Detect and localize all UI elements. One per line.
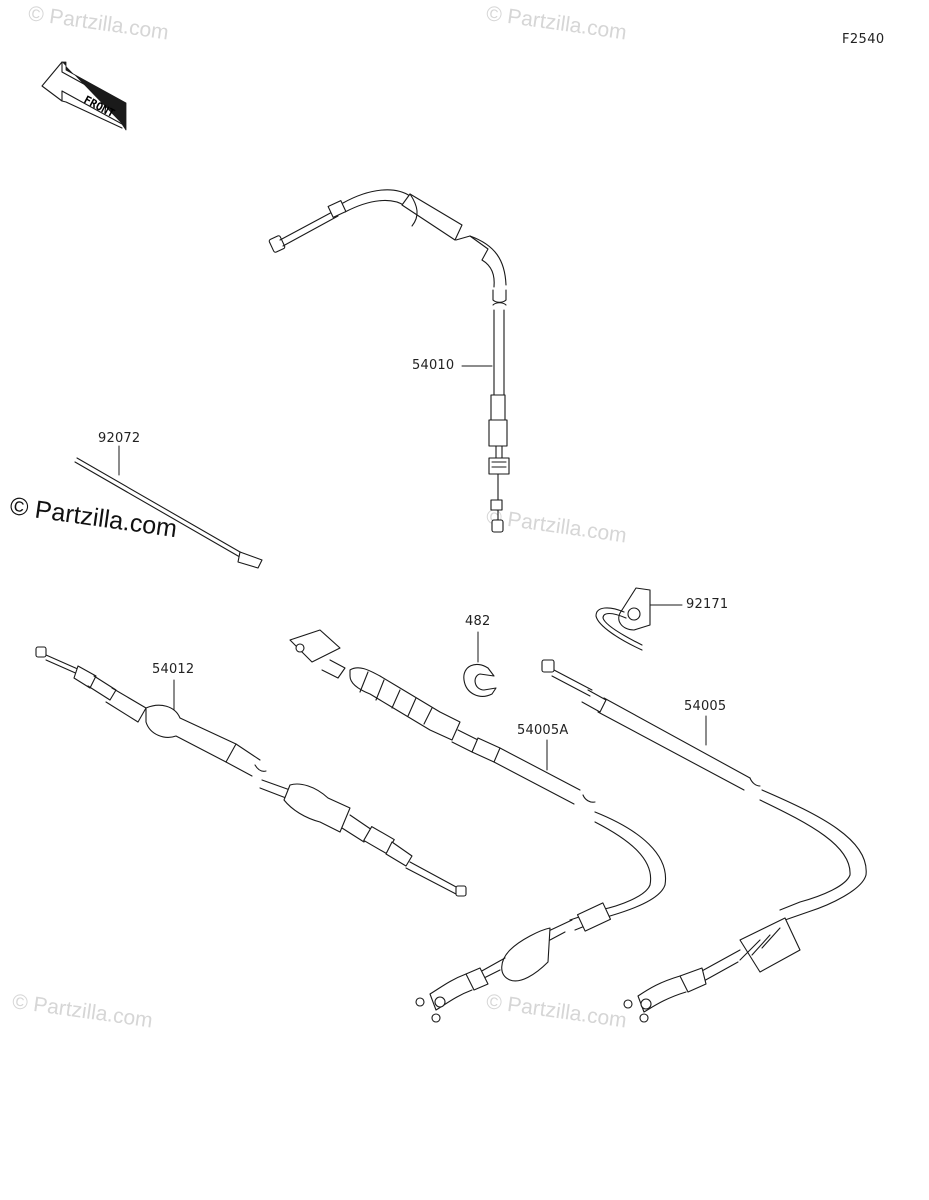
part-label-482[interactable]: 482 — [465, 614, 491, 629]
figure-code: F2540 — [842, 32, 885, 47]
part-label-54012[interactable]: 54012 — [152, 662, 195, 677]
part-label-54005a[interactable]: 54005A — [517, 723, 569, 738]
part-label-92072[interactable]: 92072 — [98, 431, 141, 446]
cable-54010-drawing — [268, 189, 510, 533]
front-arrow-icon — [41, 61, 127, 131]
cable-54005-drawing — [541, 659, 867, 1023]
bracket-92171-drawing — [595, 587, 651, 651]
cable-tie-92072-drawing — [74, 457, 263, 569]
part-label-92171[interactable]: 92171 — [686, 597, 729, 612]
clip-482-drawing — [463, 663, 497, 697]
cable-54005a-drawing — [289, 629, 667, 1023]
part-label-54005[interactable]: 54005 — [684, 699, 727, 714]
part-label-54010[interactable]: 54010 — [412, 358, 455, 373]
cable-54012-drawing — [35, 646, 467, 897]
